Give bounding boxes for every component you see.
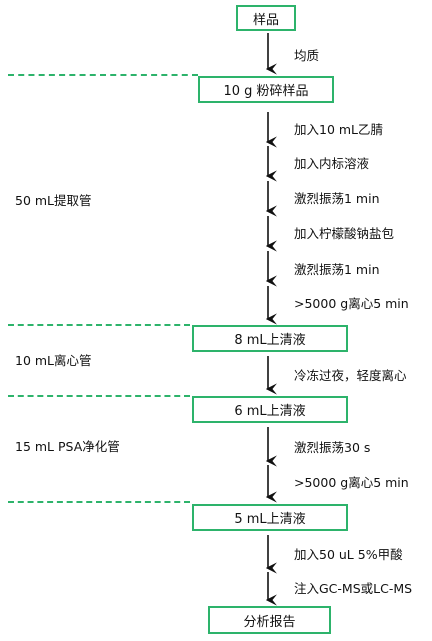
tube-extraction-50ml: 50 mL提取管 [15, 193, 92, 208]
box-supernatant-5ml-label: 5 mL上清液 [234, 512, 306, 527]
separator-2 [8, 324, 190, 326]
step-shake-3: 激烈振荡30 s [294, 440, 371, 455]
step-add-citrate-salt: 加入柠檬酸钠盐包 [294, 226, 395, 241]
tube-centrifuge-10ml: 10 mL离心管 [15, 353, 92, 368]
step-add-formic-acid: 加入50 uL 5%甲酸 [294, 547, 403, 562]
box-ground-sample: 10 g 粉碎样品 [198, 76, 334, 103]
box-analysis-report-label: 分析报告 [243, 614, 296, 630]
separator-3 [8, 395, 190, 397]
tube-psa-15ml: 15 mL PSA净化管 [15, 439, 120, 454]
box-supernatant-8ml-label: 8 mL上清液 [234, 333, 306, 348]
box-analysis-report: 分析报告 [208, 606, 331, 634]
separator-4 [8, 501, 190, 503]
step-freeze-overnight: 冷冻过夜，轻度离心 [294, 368, 407, 383]
box-supernatant-6ml: 6 mL上清液 [192, 396, 348, 423]
box-sample-label: 样品 [252, 12, 279, 28]
box-supernatant-8ml: 8 mL上清液 [192, 325, 348, 352]
step-shake-2: 激烈振荡1 min [294, 262, 380, 277]
box-ground-sample-label: 10 g 粉碎样品 [223, 84, 309, 99]
step-homogenize: 均质 [294, 48, 320, 63]
box-supernatant-5ml: 5 mL上清液 [192, 504, 348, 531]
step-shake-1: 激烈振荡1 min [294, 191, 380, 206]
step-centrifuge-1: >5000 g离心5 min [294, 296, 409, 311]
step-add-acetonitrile: 加入10 mL乙腈 [294, 122, 384, 137]
separator-1 [8, 74, 198, 76]
box-sample: 样品 [236, 5, 296, 31]
step-centrifuge-2: >5000 g离心5 min [294, 475, 409, 490]
step-inject: 注入GC-MS或LC-MS [294, 581, 413, 596]
box-supernatant-6ml-label: 6 mL上清液 [234, 404, 306, 419]
step-add-internal-standard: 加入内标溶液 [294, 156, 370, 171]
